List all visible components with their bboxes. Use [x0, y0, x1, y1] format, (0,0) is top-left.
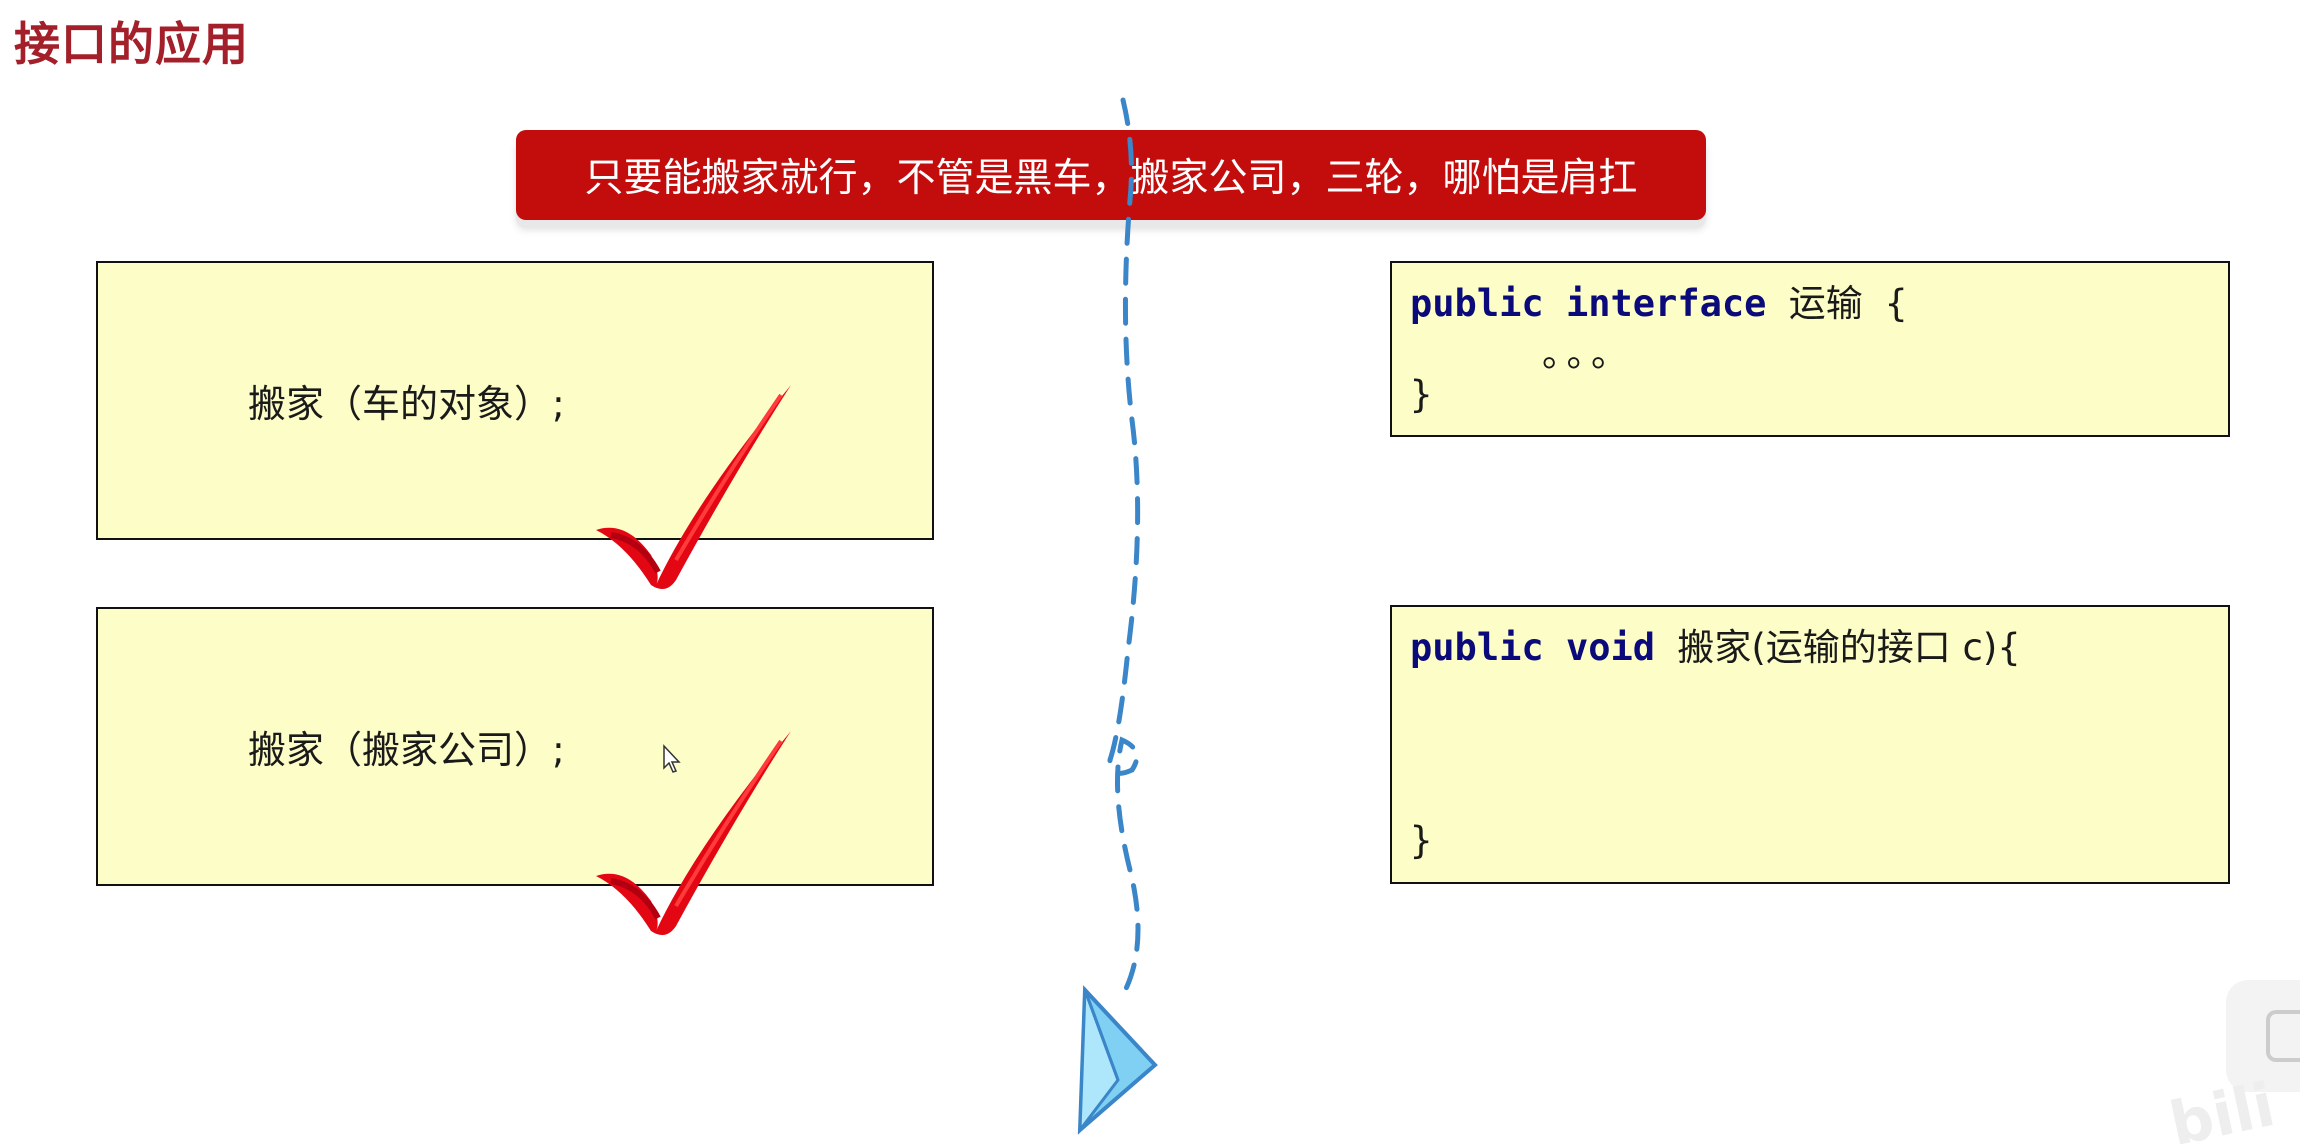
mouse-cursor-icon: [663, 744, 681, 773]
method-signature: 搬家(运输的接口 c){: [1677, 626, 2021, 669]
open-brace: {: [1862, 282, 1908, 325]
paper-plane-icon: [1077, 97, 1158, 1135]
keyword-public: public: [1410, 626, 1544, 669]
interface-body: 。。。: [1542, 332, 1634, 375]
close-brace: }: [1410, 373, 1433, 416]
highlight-banner: 只要能搬家就行，不管是黑车，搬家公司，三轮，哪怕是肩扛: [516, 130, 1706, 220]
keyword-interface: interface: [1565, 282, 1767, 325]
check-icon: [596, 731, 791, 935]
side-panel-toggle[interactable]: [2226, 980, 2300, 1092]
interface-declaration: public interface 运输 {: [1410, 273, 1907, 327]
call-box-company: 搬家（搬家公司）;: [96, 607, 934, 886]
keyword-void: void: [1565, 626, 1656, 669]
close-brace: }: [1410, 819, 1433, 862]
interface-name: 运输: [1788, 282, 1863, 325]
play-icon[interactable]: [2266, 1010, 2300, 1062]
call-text-company: 搬家（搬家公司）;: [248, 728, 565, 772]
watermark-text: bili: [2163, 1069, 2281, 1144]
interface-code-box: public interface 运输 { 。。。 }: [1390, 261, 2230, 437]
call-box-vehicle: 搬家（车的对象）;: [96, 261, 934, 540]
check-icon: [596, 385, 791, 589]
method-declaration: public void 搬家(运输的接口 c){: [1410, 617, 2021, 671]
banner-text: 只要能搬家就行，不管是黑车，搬家公司，三轮，哪怕是肩扛: [584, 156, 1638, 201]
page-title: 接口的应用: [14, 17, 249, 71]
keyword-public: public: [1410, 282, 1544, 325]
call-text-vehicle: 搬家（车的对象）;: [248, 382, 565, 426]
method-code-box: public void 搬家(运输的接口 c){ }: [1390, 605, 2230, 884]
